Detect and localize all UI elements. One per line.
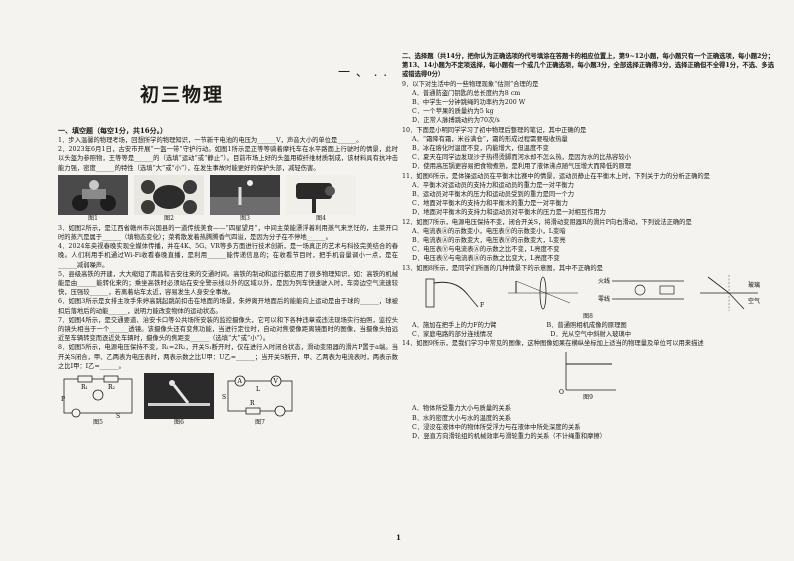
corner-mark: 一 、 . . [338,65,389,79]
figure-3-photo [210,174,280,215]
section2-heading: 二、选择题（共14分，把你认为正确选项的代号填涂在答题卡的相应位置上，第9~12… [402,53,774,79]
question-5: 5．县级高铁的开建，大大缩短了南昌和吉安往来的交通时间。高铁的制动和运行都应用了… [58,270,398,297]
q13-options-row-2: C．家庭电路的部分连线情况 D．光从空气中斜射入玻璃中 [402,330,774,339]
figure-2-caption: 图2 [164,214,174,222]
figure-2-photo [134,174,204,215]
q9-option-d: D．正常人脉搏跳动约为70次/s [412,117,500,125]
fig8-panel-b-lens [508,276,578,310]
q12-option-a: A．电流表Ⓐ的示数变小，电压表Ⓥ的示数变小，L变暗 [412,227,566,235]
q14-option-b: B．水的密度大小与水的温度的关系 [412,414,512,422]
figure-8: F 火线 零线 [402,273,774,321]
q10-option-a: A．“霜降有霜，米谷满仓”，霜的形成过程需要吸收热量 [412,135,568,143]
question-13: 13．如图8所示，是同学们所画的几种情景下的示意图，其中不正确的是 [402,264,603,272]
figure-3: 图3 [210,174,280,223]
fig8-live-wire-label: 火线 [598,277,610,285]
fig8-panel-c-circuit: 火线 零线 [598,277,684,303]
question-12: 12．如图7所示，电源电压保持不变，闭合开关S，将滑动变阻器R的滑片P向右滑动，… [402,218,692,226]
figure-4-photo [286,174,356,215]
q13-option-a: A．施加在把手上的力F的力臂 [412,321,497,329]
q14-option-a: A．物体所受重力大小与质量的关系 [412,405,512,413]
q11-option-d: D．地面对平衡木的支持力和运动员对平衡木的压力是一对相互作用力 [412,209,606,217]
fig7-s-label: S [222,394,226,401]
q9-option-a: A．普通防盗门钥匙的总长度约为8 cm [412,89,521,97]
figure-1-photo [58,174,128,215]
question-8: 8．如图5所示，电源电压保持不变，R₁=2R₂，开关S₁断开时，仅在进行入时闭合… [58,344,398,370]
question-6: 6．如图3所示是女排主攻手朱婷高跳起跳前扣击在地面的场景，朱婷离开地面后的能能向… [58,298,398,315]
right-column: 二、选择题（共14分，把你认为正确选项的代号填涂在答题卡的相应位置上，第9~12… [402,52,774,441]
page-title: 初三物理 [140,84,225,106]
fig8-panel-a: F [425,278,484,309]
figure-4-caption: 图4 [316,214,326,222]
fig7-l-label: L [256,386,260,393]
q13-option-b: B．普通照相机成像的原理图 [546,321,627,329]
figure-1-caption: 图1 [88,214,98,222]
figure-9-graph: O [559,352,616,394]
q10-option-c: C．夏天在同学边发现沙子热得烫脚而河水却不怎么热，是因为水的比热容较小 [412,154,631,162]
figure-5-circuit: R₁ R₂ P S [61,375,133,419]
q14-option-c: C．浸没在液体中的物体所受浮力与在液体中所处深度的关系 [412,423,581,431]
figure-9-caption: 图9 [583,394,593,402]
figure-2: 图2 [134,174,204,223]
figure-7-circuit: A V L R S [222,375,293,417]
q14-option-d: D．竖直方向滑轮组的机械效率与滑轮重力的关系（不计绳重和摩擦） [412,433,606,441]
q12-option-b: B．电流表Ⓐ的示数变大，电压表Ⓥ的示数变大，L变亮 [412,237,566,245]
figure-row-1: 图1 图2 图3 [58,174,398,223]
figure-5-caption: 图5 [93,419,103,427]
question-2: 2．2023年6月1日，古安市开展“一盔一带”守护行动。如图1所示是正等等骑着摩… [58,146,398,172]
question-10: 10．下面是小明同学学习了初中物理后整理的笔记，其中正确的是 [402,126,587,134]
question-1: 1．步入温馨的物理考场，回想所学的物理知识，一节新干电池的电压为______V，… [58,137,363,144]
q12-option-c: C．电压表Ⓥ与电流表Ⓐ的示数之比不变，L亮度不变 [412,246,560,254]
fig5-p-label: P [61,396,65,403]
q13-option-d: D．光从空气中斜射入玻璃中 [550,331,632,339]
fig7-r-label: R [250,400,255,407]
figure-3-caption: 图3 [240,214,250,222]
q10-option-d: D．使用高压锅更容易把食物煮熟，是利用了液体沸点随气压增大而降低的原理 [412,163,632,171]
q13-option-c: C．家庭电路的部分连线情况 [412,331,493,339]
figure-6-photo [144,373,214,420]
fig8-neutral-wire-label: 零线 [598,295,610,303]
fig5-s-label: S [116,413,120,419]
fig8-air-label: 空气 [748,297,760,305]
fig9-origin-label: O [559,389,564,394]
figure-1: 图1 [58,174,128,223]
figure-9: O 图9 [402,350,774,402]
section1-heading: 一、填空题（每空1分，共16分。） [58,126,168,135]
q12-option-d: D．电压表Ⓥ与电流表Ⓐ的示数之比变大，L亮度不变 [412,255,560,263]
q10-option-b: B．冰在熔化时温度不变，内能增大，但温度不变 [412,145,549,153]
question-3: 3．如图2所示，是江西省赣州市兴国县的一道传统美食——“四星望月”，中间主菜能漂… [58,224,398,242]
figure-4: 图4 [286,174,356,223]
q9-option-b: B．中学生一分钟跳绳的功率约为200 W [412,99,526,107]
question-14: 14．如图9所示，是我们学习中常见的图像，这种图像如果在横纵坐标加上适当的物理量… [402,340,704,348]
fig5-r2-label: R₂ [108,384,116,391]
q13-options-row-1: A．施加在把手上的力F的力臂 B．普通照相机成像的原理图 [402,321,774,330]
figure-6-caption: 图6 [174,419,184,427]
page-number: 1 [396,533,401,542]
q11-option-a: A．平衡木对运动员的支持力和运动员的重力是一对平衡力 [412,181,574,189]
question-7: 7．如图4所示，是交通要道、治安卡口等公共场所安装的监控摄像头，它可以和下各种违… [58,316,398,343]
figure-8-caption: 图8 [583,312,593,320]
figure-6: 图6 [144,373,214,427]
svg-text:A: A [237,378,243,385]
figure-5: R₁ R₂ P S 图5 [58,373,138,427]
figure-8-panels: F 火线 零线 [425,274,760,311]
figure-row-2: R₁ R₂ P S 图5 图6 [58,373,398,427]
fig8-panel-d-refraction: 玻璃 空气 [700,274,760,311]
question-11: 11．如图6所示，是体操运动员在平衡木比赛中的情景，运动员静止在平衡木上时，下列… [402,172,710,180]
q11-option-b: B．运动员对平衡木的压力和运动员受到的重力是同一个力 [412,191,575,199]
q11-option-c: C．地面对平衡木的支持力和平衡木的重力是一对平衡力 [412,200,568,208]
svg-text:V: V [273,378,279,385]
left-column: 一、填空题（每空1分，共16分。） 1．步入温馨的物理考场，回想所学的物理知识，… [58,126,398,428]
figure-7-caption: 图7 [255,419,265,427]
fig8-glass-label: 玻璃 [748,281,760,289]
fig5-r1-label: R₁ [81,384,88,391]
fig8-a-force-label: F [480,302,484,309]
figure-7: A V L R S 图7 [220,373,300,427]
question-9: 9．以下对生活中的一些物理现象“估测”合理的是 [402,80,539,88]
q9-option-c: C．一个苹果的质量约为5 kg [412,108,494,116]
question-4: 4．2024年央视春晚实现全媒体传播，并在4K、5G、VR等多方面进行技术创新，… [58,243,398,269]
